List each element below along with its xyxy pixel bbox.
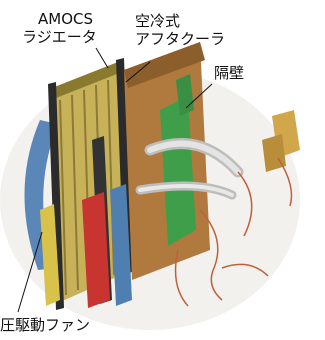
bulkhead-panel-top — [176, 74, 194, 116]
wiring — [174, 157, 293, 307]
label-radiator-line2: ラジエータ — [22, 28, 97, 46]
aftercooler-pipes — [135, 138, 244, 200]
label-bulkhead: 隔壁 — [214, 64, 245, 82]
label-fan: 圧駆動ファン — [0, 316, 91, 334]
label-radiator-line1: AMOCS — [38, 10, 94, 28]
fan-ring — [24, 120, 58, 270]
back-panel-edge — [124, 42, 205, 88]
fan-shroud-strip — [40, 204, 60, 306]
blue-duct — [110, 184, 132, 306]
bulkhead-panel — [160, 96, 196, 246]
right-fitting — [262, 110, 300, 172]
label-aftercooler-line1: 空冷式 — [135, 12, 181, 30]
red-block — [82, 192, 110, 308]
label-aftercooler-line2: アフタクーラ — [135, 30, 226, 48]
leader-lines — [17, 47, 213, 313]
